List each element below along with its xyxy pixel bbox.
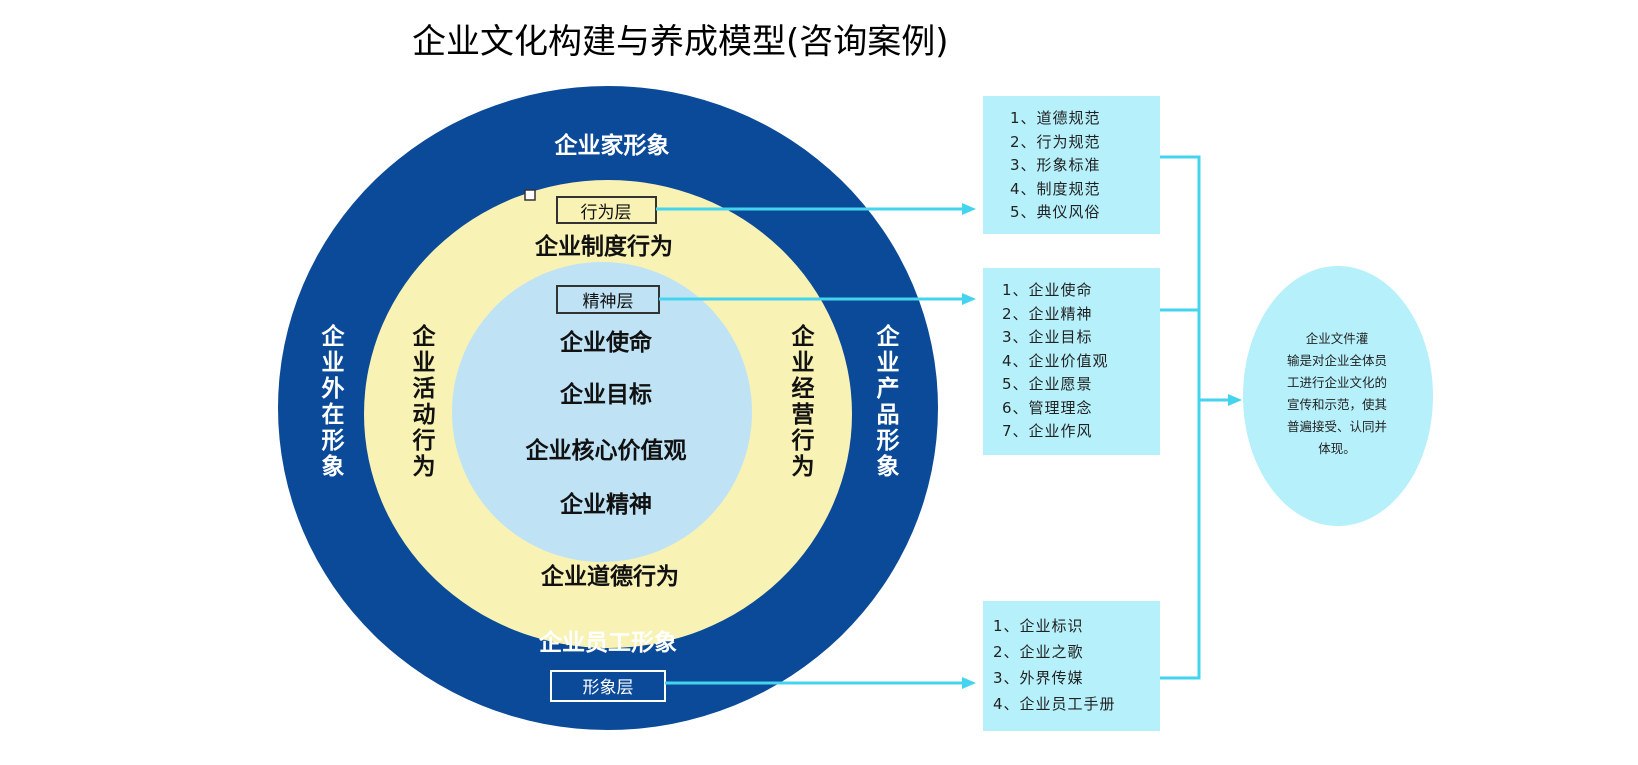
middle-left-label: 企业活动行为	[408, 323, 437, 480]
list-item: 2、企业之歌	[993, 643, 1084, 661]
inner-item: 企业精神	[559, 491, 652, 518]
oval-line: 体现。	[1318, 441, 1356, 456]
list-item: 1、道德规范	[1010, 109, 1101, 127]
marker-square	[524, 189, 536, 201]
outer-top-label: 企业家形象	[554, 132, 670, 159]
behavior-layer-tag	[556, 196, 657, 224]
oval-summary-text: 企业文件灌 输是对企业全体员 工进行企业文化的 宣传和示范，使其 普遍接受、认同…	[1256, 328, 1418, 460]
spirit-layer-label: 精神层	[583, 292, 634, 312]
spirit-layer-tag	[556, 285, 660, 314]
oval-line: 输是对企业全体员	[1286, 353, 1387, 368]
spirit-values-box: 1、企业使命 2、企业精神 3、企业目标 4、企业价值观 5、企业愿景 6、管理…	[983, 268, 1160, 455]
oval-line: 普遍接受、认同并	[1286, 419, 1387, 434]
oval-line: 宣传和示范，使其	[1286, 397, 1387, 412]
bracket-connector	[1160, 155, 1201, 680]
list-item: 4、企业员工手册	[993, 695, 1116, 713]
image-identity-box: 1、企业标识 2、企业之歌 3、外界传媒 4、企业员工手册	[983, 601, 1160, 731]
outer-bottom-label: 企业员工形象	[538, 629, 677, 656]
behavior-standards-box: 1、道德规范 2、行为规范 3、形象标准 4、制度规范 5、典仪风俗	[983, 96, 1160, 234]
list-item: 4、制度规范	[1010, 179, 1101, 198]
list-item: 7、企业作风	[1002, 422, 1093, 440]
middle-right-label: 企业经营行为	[787, 323, 816, 480]
list-item: 1、企业使命	[1002, 281, 1093, 299]
page-title: 企业文化构建与养成模型(咨询案例)	[412, 22, 949, 62]
outer-left-label: 企业外在形象	[317, 323, 346, 480]
oval-line: 工进行企业文化的	[1286, 375, 1387, 390]
list-item: 3、企业目标	[1002, 328, 1093, 346]
list-item: 3、外界传媒	[993, 669, 1084, 687]
list-item: 1、企业标识	[993, 617, 1084, 635]
list-item: 6、管理理念	[1002, 398, 1093, 417]
image-layer-label: 形象层	[583, 678, 634, 698]
middle-top-label: 企业制度行为	[534, 233, 673, 260]
list-item: 2、行为规范	[1010, 132, 1101, 151]
list-item: 4、企业价值观	[1002, 351, 1109, 370]
oval-line: 企业文件灌	[1305, 331, 1369, 346]
image-layer-tag	[550, 670, 666, 702]
inner-circle	[452, 262, 752, 562]
summary-oval	[1243, 266, 1433, 526]
behavior-arrowhead	[962, 203, 976, 215]
inner-item: 企业使命	[559, 329, 653, 356]
list-item: 3、形象标准	[1010, 156, 1101, 174]
spirit-arrowhead	[962, 293, 976, 305]
inner-item: 企业目标	[559, 381, 652, 408]
list-item: 2、企业精神	[1002, 304, 1093, 323]
list-item: 5、企业愿景	[1002, 375, 1093, 393]
image-arrowhead	[962, 677, 976, 689]
behavior-layer-label: 行为层	[581, 203, 632, 223]
oval-arrowhead	[1228, 394, 1242, 406]
outer-right-label: 企业产品形象	[872, 323, 901, 480]
middle-bottom-label: 企业道德行为	[540, 563, 679, 590]
list-item: 5、典仪风俗	[1010, 203, 1101, 221]
inner-item: 企业核心价值观	[525, 437, 687, 464]
